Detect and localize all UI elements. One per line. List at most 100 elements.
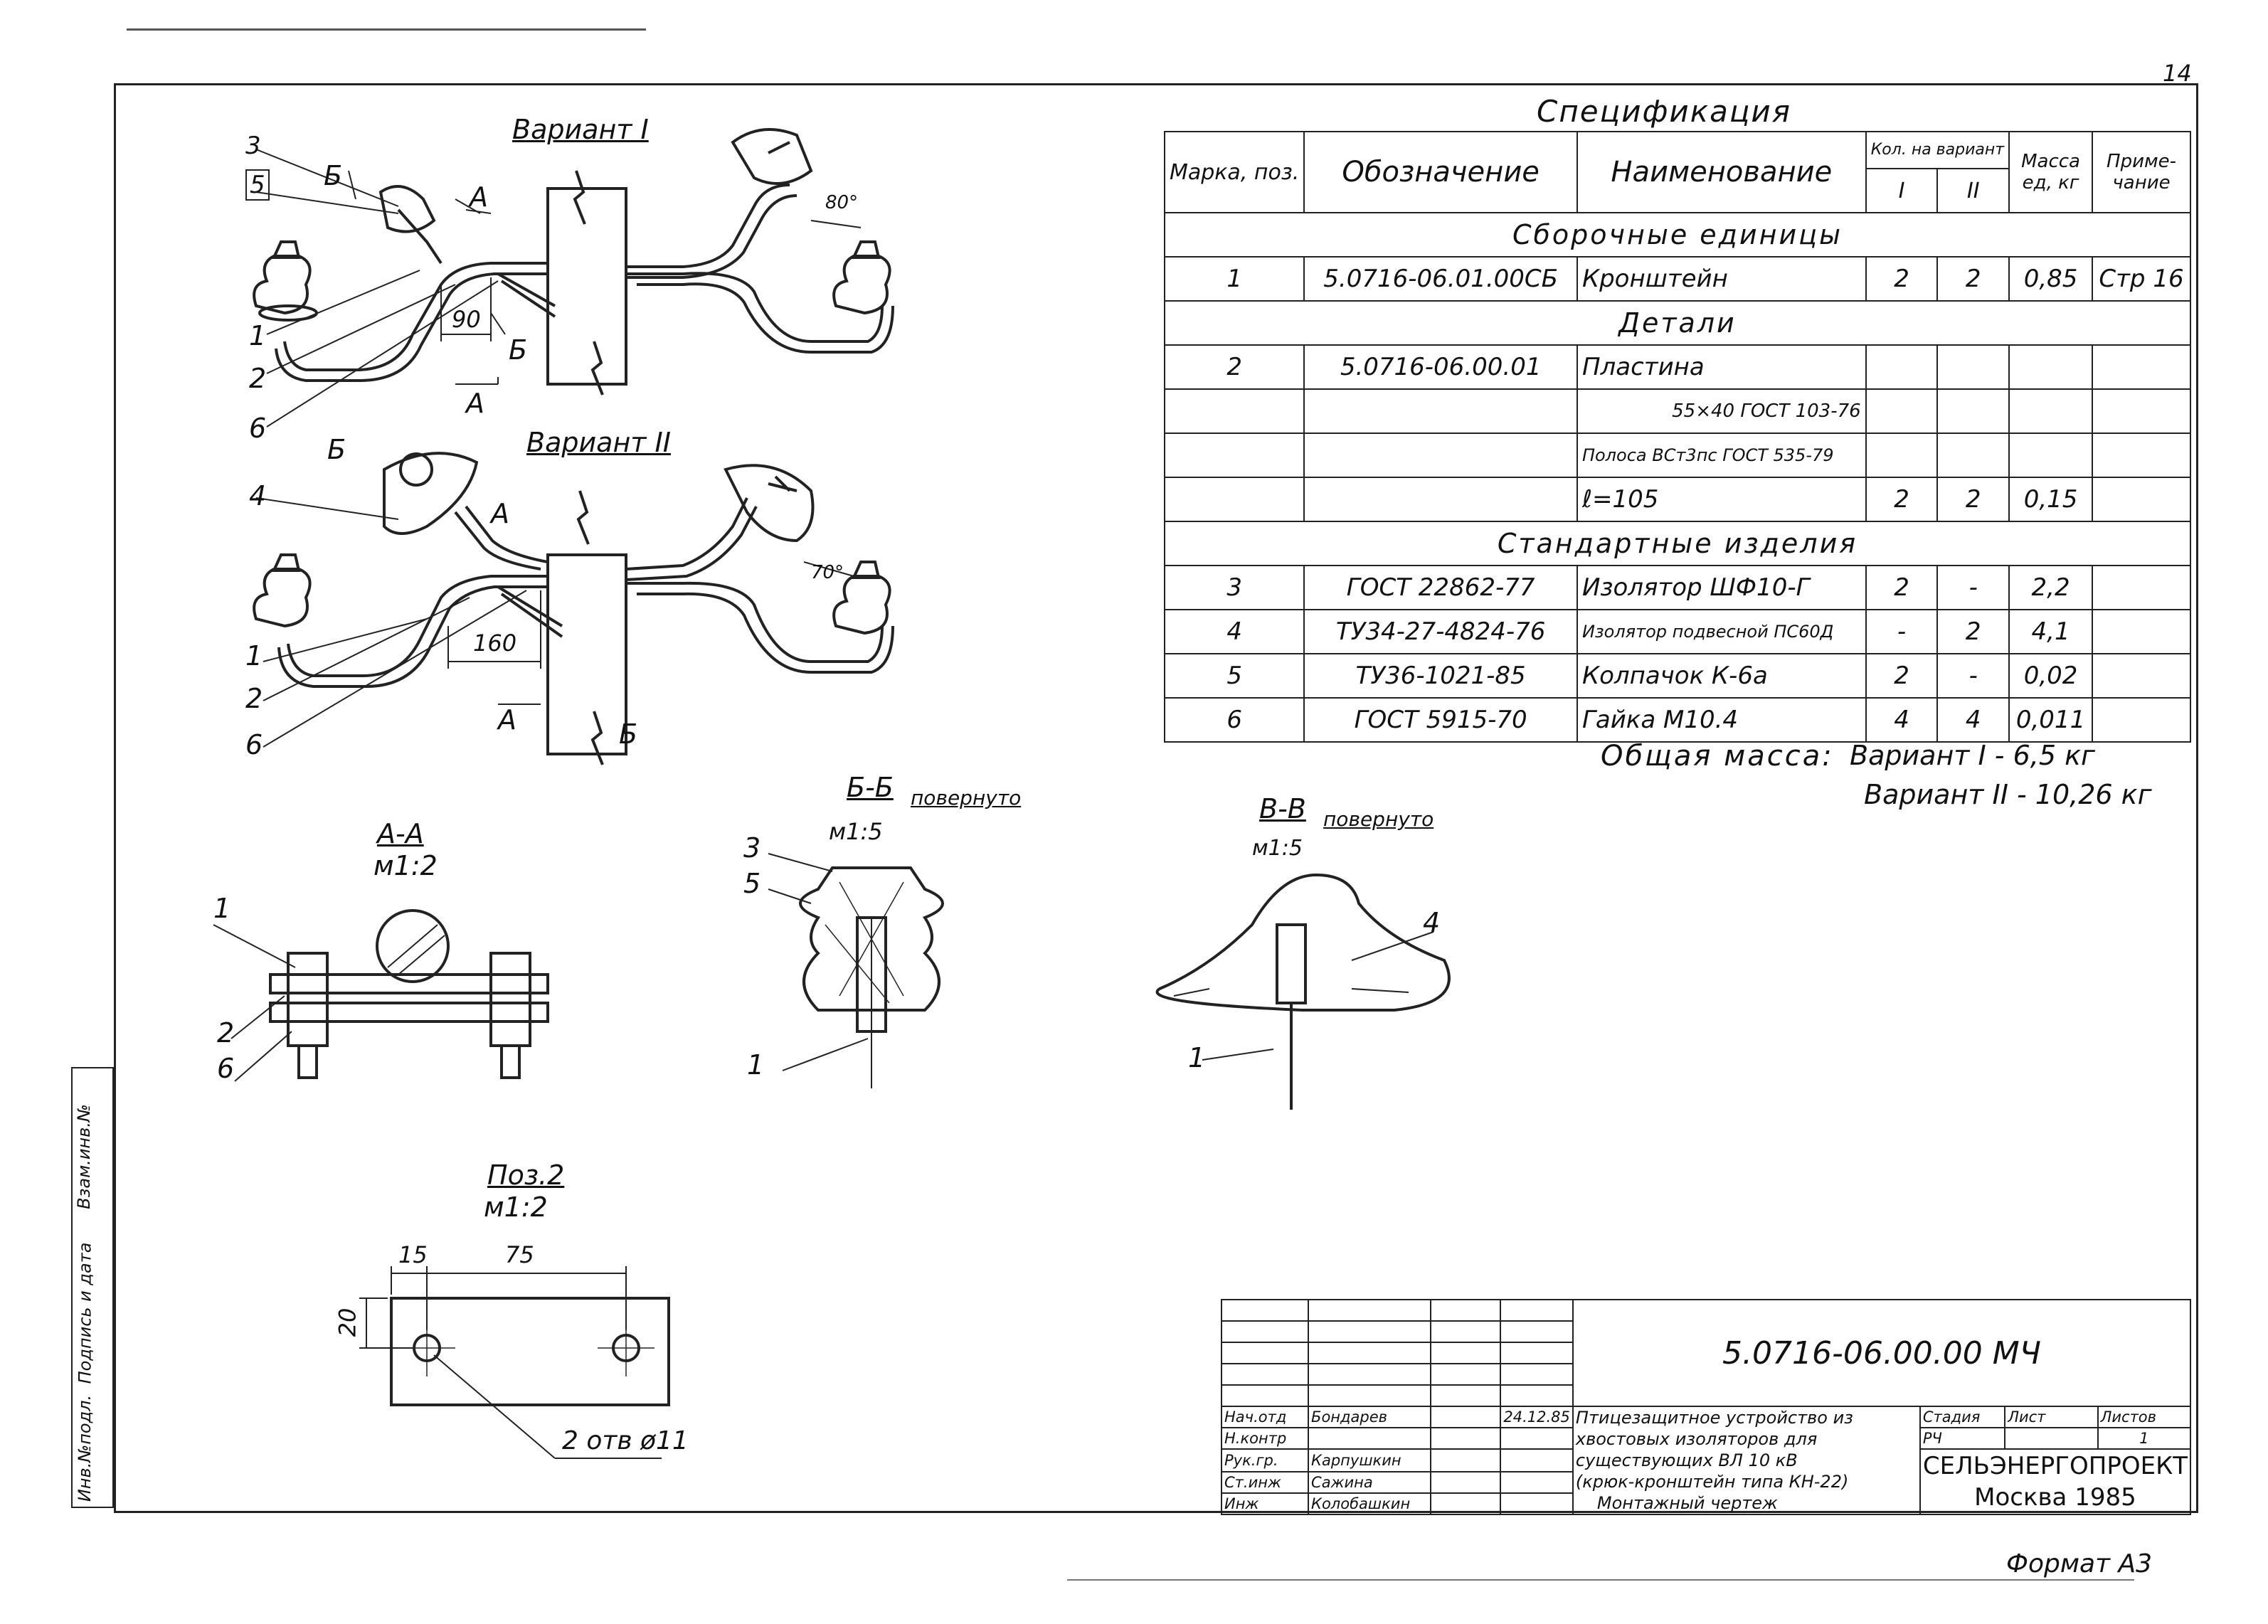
spec-cell-mark: 5 — [1163, 653, 1305, 699]
spec-group-parts: Детали — [1164, 300, 2191, 346]
tb-date-2 — [1500, 1448, 1574, 1472]
tb-desc-line-1: хвостовых изоляторов для — [1575, 1429, 1818, 1449]
spec-cell-name: Изолятор подвесной ПС60Д — [1576, 609, 1867, 654]
spec-cell-note — [2092, 565, 2191, 610]
tb-description: Птицезащитное устройство из хвостовых из… — [1572, 1406, 1921, 1515]
callout-v2-1: 1 — [245, 640, 263, 672]
spec-cell-mass: 0,85 — [2008, 256, 2093, 302]
spec-cell-name: Кронштейн — [1576, 256, 1867, 302]
dim-v1-gap: 90 — [452, 306, 481, 333]
section-vv-callout-1: 1 — [1188, 1042, 1206, 1073]
tb-stage: РЧ — [1919, 1427, 2006, 1450]
spec-row: 55×40 ГОСТ 103-76 — [1163, 388, 2191, 434]
spec-table: Марка, поз. Обозначение Наименование Кол… — [1163, 131, 2191, 743]
variant1-title: Вариант I — [512, 114, 649, 145]
spec-header-note: Приме- чание — [2092, 131, 2191, 213]
tb-stage-label: Стадия — [1919, 1406, 2006, 1428]
spec-cell-name: Изолятор ШФ10-Г — [1576, 565, 1867, 610]
tb-date-4 — [1500, 1492, 1574, 1515]
pos2-dim-20: 20 — [334, 1307, 361, 1337]
tb-sheet-label: Лист — [2004, 1406, 2099, 1428]
section-bb-callout-3: 3 — [743, 832, 761, 864]
section-aa-callout-6: 6 — [217, 1053, 235, 1084]
sheet-number: 14 — [2163, 60, 2192, 87]
spec-cell-name: ℓ=105 — [1576, 477, 1867, 522]
spec-row: Полоса ВСт3пс ГОСТ 535-79 — [1163, 432, 2191, 478]
spec-cell-designation: 5.0716-06.00.01 — [1303, 344, 1578, 390]
spec-cell-designation — [1303, 432, 1578, 478]
spec-cell-mass: 4,1 — [2008, 609, 2093, 654]
spec-cell-mass — [2008, 388, 2093, 434]
pos2-scale: м1:2 — [484, 1192, 548, 1223]
section-mark-b-1: Б — [324, 160, 343, 191]
spec-header-row: Марка, поз. Обозначение Наименование Кол… — [1163, 131, 2191, 213]
spec-header-row2: I II — [1165, 168, 2190, 213]
spec-title: Спецификация — [1537, 94, 1791, 129]
spec-cell-q2: 2 — [1936, 256, 2010, 302]
section-aa-view — [213, 909, 549, 1082]
callout-v1-1: 1 — [249, 320, 267, 351]
spec-cell-note — [2092, 477, 2191, 522]
spec-cell-q2: - — [1936, 653, 2010, 699]
spec-row: ℓ=105 2 2 0,15 — [1163, 477, 2191, 522]
spec-cell-note — [2092, 432, 2191, 478]
spec-cell-q1: 2 — [1865, 256, 1939, 302]
spec-cell-designation — [1303, 388, 1578, 434]
spec-cell-mass: 0,02 — [2008, 653, 2093, 699]
spec-cell-q2: 2 — [1936, 477, 2010, 522]
callout-v1-5: 5 — [245, 169, 270, 201]
section-aa-callout-2: 2 — [217, 1017, 235, 1049]
total-mass-v2: Вариант II - 10,26 кг — [1864, 779, 2152, 810]
spec-cell-designation: ГОСТ 22862-77 — [1303, 565, 1578, 610]
tb-name-0: Бондарев — [1308, 1406, 1432, 1428]
tb-org-cell: СЕЛЬЭНЕРГОПРОЕКТ Москва 1985 — [1919, 1448, 2192, 1515]
section-mark-b-2: Б — [509, 334, 528, 366]
section-aa-title: А-А — [377, 818, 424, 849]
tb-role-0: Нач.отд — [1220, 1406, 1310, 1428]
tb-role-4: Инж — [1220, 1492, 1310, 1515]
tb-sign-0 — [1430, 1406, 1502, 1428]
spec-cell-mark — [1163, 432, 1305, 478]
section-aa-scale: м1:2 — [373, 850, 438, 881]
spec-cell-q1 — [1865, 344, 1939, 390]
spec-cell-q2: 2 — [1936, 609, 2010, 654]
spec-cell-note: Стр 16 — [2092, 256, 2191, 302]
spec-group-assembly-label: Сборочные единицы — [1164, 212, 2191, 258]
spec-cell-mass: 0,011 — [2008, 697, 2093, 743]
dim-v2-gap: 160 — [473, 630, 517, 657]
spec-cell-designation: ТУ34-27-4824-76 — [1303, 609, 1578, 654]
callout-v1-2: 2 — [249, 363, 267, 394]
section-bb-scale: м1:5 — [829, 818, 883, 845]
spec-cell-mark: 2 — [1163, 344, 1305, 390]
spec-header-qty-v2: II — [1936, 168, 2010, 213]
spec-header-qty-v1: I — [1865, 168, 1939, 213]
pos2-dim-15: 15 — [398, 1241, 428, 1268]
spec-row: 6 ГОСТ 5915-70 Гайка М10.4 4 4 0,011 — [1163, 697, 2191, 743]
tb-desc-line-3: (крюк-кронштейн типа КН-22) — [1575, 1472, 1849, 1492]
spec-cell-q1: 2 — [1865, 477, 1939, 522]
spec-cell-q1: 4 — [1865, 697, 1939, 743]
spec-cell-q2 — [1936, 344, 2010, 390]
spec-row: 5 ТУ36-1021-85 Колпачок К-6а 2 - 0,02 — [1163, 653, 2191, 699]
spec-cell-designation: 5.0716-06.01.00СБ — [1303, 256, 1578, 302]
spec-cell-name: Полоса ВСт3пс ГОСТ 535-79 — [1576, 432, 1867, 478]
title-block: 5.0716-06.00.00 МЧ Нач.отд Бондарев 24.1… — [1220, 1299, 2192, 1515]
spec-cell-q2 — [1936, 432, 2010, 478]
tb-role-2: Рук.гр. — [1220, 1448, 1310, 1472]
spec-cell-mark: 6 — [1163, 697, 1305, 743]
spec-cell-q2: - — [1936, 565, 2010, 610]
section-mark-b-4: Б — [619, 718, 638, 750]
dim-v1-angle: 80° — [825, 192, 859, 213]
top-edge-line — [127, 28, 646, 31]
spec-cell-mass: 0,15 — [2008, 477, 2093, 522]
spec-cell-designation: ГОСТ 5915-70 — [1303, 697, 1578, 743]
section-bb-view — [768, 853, 944, 1088]
tb-sheets: 1 — [2097, 1427, 2192, 1450]
spec-group-parts-label: Детали — [1164, 300, 2191, 346]
tb-desc-line-4: Монтажный чертеж — [1596, 1493, 1778, 1513]
side-stamp-sign: Подпись и дата — [75, 1242, 95, 1384]
section-vv-view — [1155, 873, 1451, 1110]
spec-group-standard-label: Стандартные изделия — [1164, 521, 2191, 566]
tb-role-1: Н.контр — [1220, 1427, 1310, 1450]
